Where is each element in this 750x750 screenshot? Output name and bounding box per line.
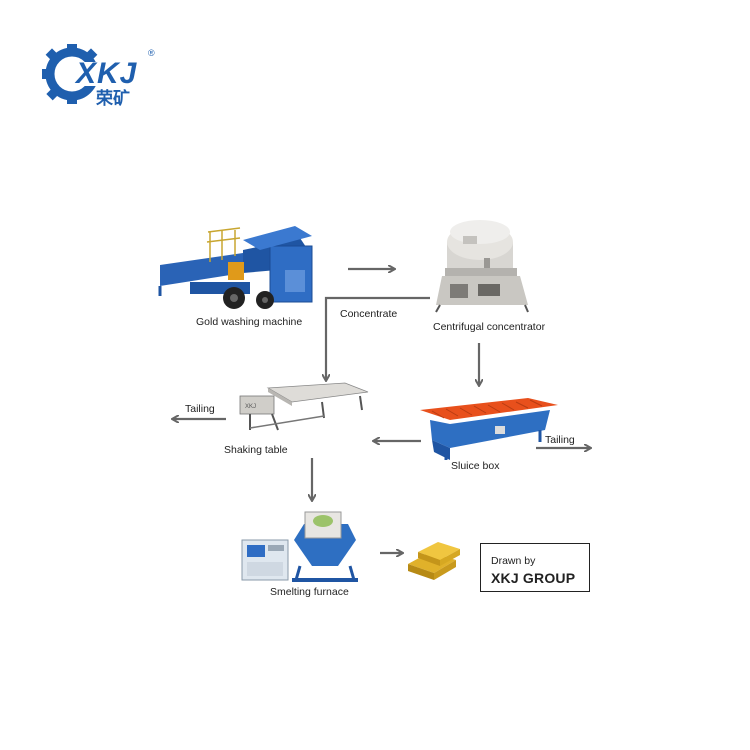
gold-washing-machine-image: [158, 226, 313, 309]
arrow-concentrate-to-shaking-table: [326, 296, 430, 380]
gold-bars-image: [408, 542, 460, 580]
node-label-sluice-box: Sluice box: [451, 460, 500, 472]
edge-label-tailing-left: Tailing: [185, 403, 215, 415]
shaking-table-image: XKJ: [239, 382, 369, 431]
credit-company: XKJ GROUP: [491, 570, 576, 586]
edge-label-concentrate: Concentrate: [340, 308, 398, 320]
credit-drawn-by: Drawn by: [491, 555, 536, 567]
centrifugal-concentrator-image: [435, 220, 529, 313]
node-label-shaking-table: Shaking table: [224, 444, 288, 456]
sluice-box-image: [420, 398, 558, 460]
svg-text:XKJ: XKJ: [245, 404, 256, 410]
credit-box: Drawn by XKJ GROUP: [480, 543, 590, 592]
node-label-centrifugal-concentrator: Centrifugal concentrator: [433, 321, 546, 333]
edge-label-tailing-right: Tailing: [545, 434, 575, 446]
node-label-gold-washing-machine: Gold washing machine: [196, 316, 303, 328]
node-label-smelting-furnace: Smelting furnace: [270, 586, 349, 598]
smelting-furnace-image: [241, 511, 358, 582]
